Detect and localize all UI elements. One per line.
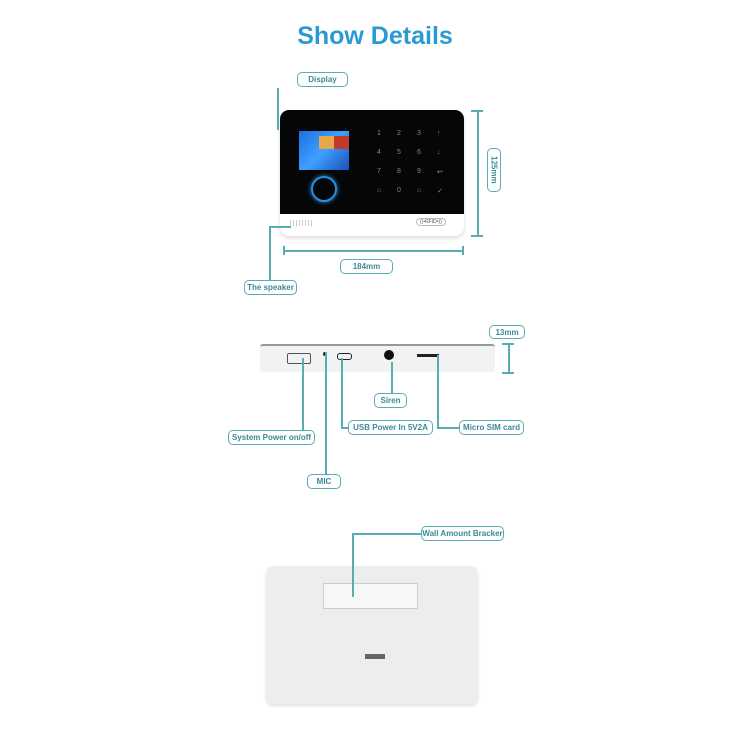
keypad-key[interactable]: 8	[397, 168, 401, 175]
label-usb-power: USB Power In 5V2A	[348, 420, 433, 435]
label-display: Display	[297, 72, 348, 87]
speaker-grille	[290, 220, 312, 226]
keypad-key[interactable]: 6	[417, 149, 421, 156]
sim-slot	[417, 354, 439, 357]
keypad-key[interactable]: 9	[417, 168, 421, 175]
label-height: 125mm	[487, 148, 501, 192]
display-screen	[299, 131, 349, 170]
label-thickness: 13mm	[489, 325, 525, 339]
label-wall-bracket: Wall Amount Bracker	[421, 526, 504, 541]
keypad-key[interactable]: ↑	[437, 130, 441, 137]
keypad-key[interactable]: ⌂	[417, 187, 422, 194]
serial-sticker	[365, 654, 385, 659]
keypad-key[interactable]: ↩	[437, 169, 443, 176]
nfc-icon: ((•RFID•))	[416, 218, 446, 226]
side-view-device	[260, 344, 495, 372]
usb-port	[337, 353, 352, 360]
keypad-key[interactable]: 2	[397, 130, 401, 137]
keypad-key[interactable]: 5	[397, 149, 401, 156]
label-micro-sim: Micro SIM card	[459, 420, 524, 435]
label-system-power: System Power on/off	[228, 430, 315, 445]
label-speaker: The speaker	[244, 280, 297, 295]
siren-jack	[384, 350, 394, 360]
label-width: 184mm	[340, 259, 393, 274]
wall-mount-bracket	[323, 583, 418, 609]
keypad-key[interactable]: 7	[377, 168, 381, 175]
keypad-key[interactable]: 3	[417, 130, 421, 137]
home-icon	[311, 176, 337, 202]
keypad-key[interactable]: 4	[377, 149, 381, 156]
keypad-key[interactable]: ✓	[437, 188, 443, 195]
page-title: Show Details	[297, 22, 453, 50]
keypad-key[interactable]: 0	[397, 187, 401, 194]
front-panel: 1 2 3 ↑ 4 5 6 ↓ 7 8 9 ↩ ⌂ 0 ⌂ ✓	[280, 110, 464, 214]
keypad-key[interactable]: ⌂	[377, 187, 382, 194]
front-view-device: 1 2 3 ↑ 4 5 6 ↓ 7 8 9 ↩ ⌂ 0 ⌂ ✓ ((•RFID•))	[280, 110, 464, 236]
label-mic: MIC	[307, 474, 341, 489]
keypad-key[interactable]: ↓	[437, 149, 441, 156]
keypad-key[interactable]: 1	[377, 130, 381, 137]
power-switch	[287, 353, 311, 364]
label-siren: Siren	[374, 393, 407, 408]
